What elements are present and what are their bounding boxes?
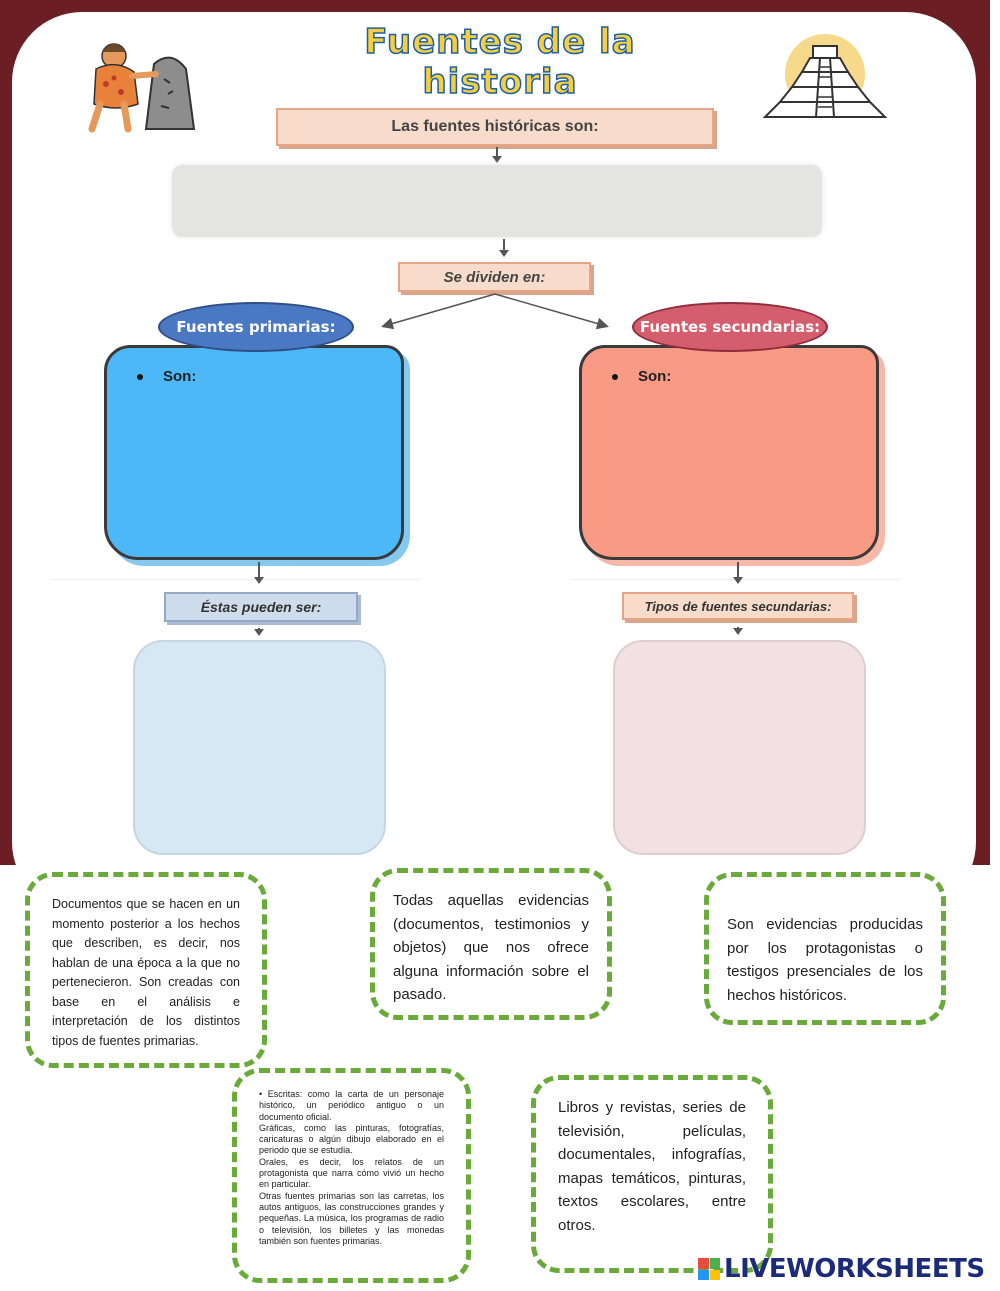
primary-types-drop-zone[interactable] xyxy=(133,640,386,855)
answer-card-secondary-definition[interactable]: Documentos que se hacen en un momento po… xyxy=(25,872,267,1068)
secondary-sources-oval: Fuentes secundarias: xyxy=(632,302,828,352)
card-text: Son evidencias producidas por los protag… xyxy=(727,916,923,1004)
definition-drop-zone[interactable] xyxy=(172,165,822,237)
brand-name: LIVEWORKSHEETS xyxy=(724,1254,985,1284)
card-text-line: Otras fuentes primarias son las carretas… xyxy=(259,1190,444,1246)
secondary-son-label: Son: xyxy=(612,368,671,385)
bullet-icon xyxy=(137,374,143,381)
arrow-down xyxy=(254,628,264,636)
secondary-types-label: Tipos de fuentes secundarias: xyxy=(622,592,854,620)
divider xyxy=(50,579,420,580)
liveworksheets-logo-icon xyxy=(698,1258,720,1280)
sources-label: Las fuentes históricas son: xyxy=(276,108,714,146)
secondary-sources-drop-zone[interactable]: Son: xyxy=(579,345,879,560)
liveworksheets-brand: LIVEWORKSHEETS xyxy=(698,1254,985,1284)
primary-son-label: Son: xyxy=(137,368,196,385)
can-be-label: Éstas pueden ser: xyxy=(164,592,358,622)
card-text: Documentos que se hacen en un momento po… xyxy=(52,897,240,1048)
arrow-down xyxy=(733,627,743,635)
page-title: Fuentes de la historia xyxy=(364,21,636,103)
arrow-down xyxy=(499,239,509,257)
card-text: Libros y revistas, series de televisión,… xyxy=(558,1099,746,1234)
card-text-line: Gráficas, como las pinturas, fotografías… xyxy=(259,1122,444,1156)
answer-card-secondary-types[interactable]: Libros y revistas, series de televisión,… xyxy=(531,1075,773,1273)
pyramid-illustration xyxy=(762,34,888,118)
answer-card-primary-types[interactable]: • Escritas: como la carta de un personaj… xyxy=(232,1068,471,1283)
arrow-down xyxy=(733,562,743,584)
card-text-line: Orales, es decir, los relatos de un prot… xyxy=(259,1156,444,1190)
arrow-down xyxy=(254,562,264,584)
bullet-icon xyxy=(612,374,618,381)
card-text-line: • Escritas: como la carta de un personaj… xyxy=(259,1089,444,1122)
secondary-types-drop-zone[interactable] xyxy=(613,640,866,855)
divided-label: Se dividen en: xyxy=(398,262,591,292)
card-text: Todas aquellas evidencias (documentos, t… xyxy=(393,892,589,1003)
branch-arrows xyxy=(381,293,609,330)
primary-sources-drop-zone[interactable]: Son: xyxy=(104,345,404,560)
primary-sources-oval: Fuentes primarias: xyxy=(158,302,354,352)
answer-card-sources-definition[interactable]: Todas aquellas evidencias (documentos, t… xyxy=(370,868,612,1020)
caveman-illustration xyxy=(88,43,196,133)
arrow-down xyxy=(492,147,502,163)
answer-card-primary-definition[interactable]: Son evidencias producidas por los protag… xyxy=(704,872,946,1025)
